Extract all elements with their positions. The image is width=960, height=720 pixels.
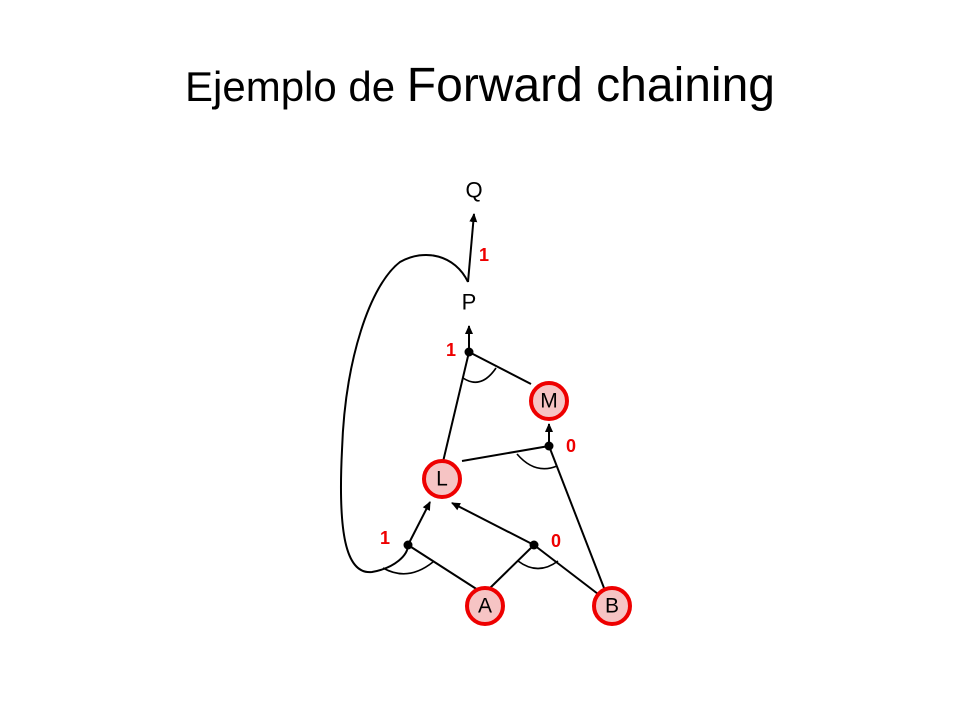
title-part-1: Ejemplo de [185,63,407,110]
and-arc-ap [382,561,434,575]
node-b-label: B [605,595,619,618]
count-lm-to-p: 1 [446,340,456,360]
count-p-to-q: 1 [479,245,489,265]
node-a-label: A [478,595,492,618]
edge-junction-ab-to-l [451,502,535,546]
edge-a-to-junction-ab [489,544,535,589]
and-arc-ab [517,560,559,570]
node-q: Q [465,178,482,203]
count-ap-to-l: 1 [380,528,390,548]
edge-p-to-q [467,213,478,283]
loop-edge-a-to-p [339,254,469,574]
node-p: P [462,290,477,315]
and-arc-lm [462,367,497,384]
node-a: A [465,586,505,626]
count-bl-to-m: 0 [566,436,576,456]
edge-a-to-junction-ap [407,544,479,591]
edge-l-to-junction-bl [461,445,550,462]
junction-dot-lm [464,347,474,357]
junction-dot-ab [529,540,539,550]
edge-b-to-junction-ab [533,544,599,595]
node-b: B [592,586,632,626]
node-l-label: L [436,468,448,491]
node-m-label: M [540,390,558,413]
edge-junction-ap-to-l [407,501,431,546]
node-l: L [422,459,462,499]
junction-dot-ap [403,540,413,550]
junction-dot-bl [544,441,554,451]
and-arc-bl [516,453,558,470]
edge-b-to-junction-bl [548,445,605,589]
title-part-2: Forward chaining [406,59,775,112]
edge-m-to-junction-lm [468,351,532,385]
count-ab-to-l: 0 [551,531,561,551]
edge-l-to-junction-lm [441,351,470,467]
slide-title: Ejemplo de Forward chaining [0,62,960,110]
node-m: M [529,381,569,421]
